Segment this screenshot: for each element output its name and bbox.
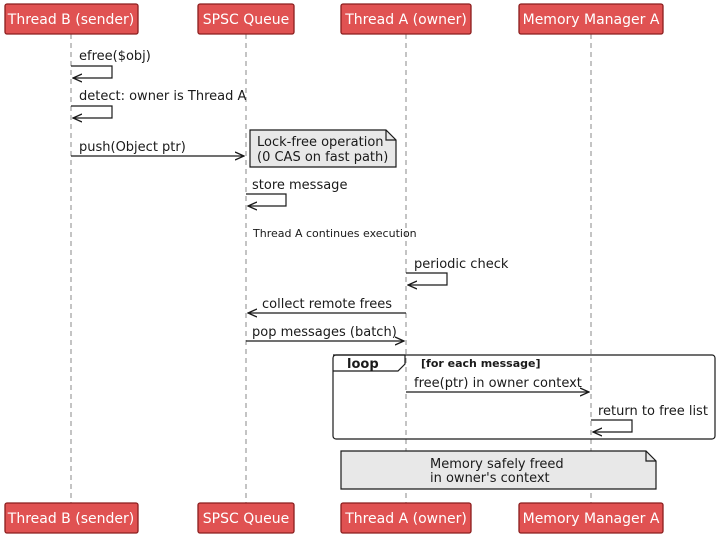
note-memory-freed: Memory safely freed in owner's context (340, 450, 657, 490)
message-label: return to free list (598, 404, 708, 419)
message-label: push(Object ptr) (79, 140, 186, 155)
participant-bottom-spsc-queue: SPSC Queue (197, 502, 295, 534)
participant-label: Thread A (owner) (344, 511, 467, 527)
message-collect-remote-frees: collect remote frees (248, 297, 406, 313)
participant-top-memory-manager: Memory Manager A (518, 3, 664, 35)
message-return-to-free-list: return to free list (591, 404, 708, 432)
message-label: pop messages (batch) (252, 325, 397, 340)
self-arrow (71, 65, 113, 78)
loop-frame: loop [for each message] (332, 354, 716, 440)
message-free-ptr: free(ptr) in owner context (406, 376, 589, 392)
participant-top-spsc-queue: SPSC Queue (197, 3, 295, 35)
participant-label: Memory Manager A (523, 511, 660, 527)
note-lock-free: Lock-free operation (0 CAS on fast path) (249, 129, 397, 168)
message-label: periodic check (414, 257, 509, 272)
note-line: Lock-free operation (257, 135, 384, 150)
message-label: store message (252, 178, 347, 193)
participant-bottom-thread-b: Thread B (sender) (4, 502, 139, 534)
self-arrow (406, 272, 448, 285)
message-store: store message (246, 178, 347, 206)
message-pop-batch: pop messages (batch) (246, 325, 404, 341)
participant-bottom-thread-a: Thread A (owner) (340, 502, 472, 534)
participant-label: Thread B (sender) (7, 511, 134, 527)
loop-keyword: loop (347, 357, 379, 372)
message-detect-owner: detect: owner is Thread A (71, 89, 247, 118)
participant-top-thread-b: Thread B (sender) (4, 3, 139, 35)
message-label: efree($obj) (79, 49, 151, 64)
participant-label: SPSC Queue (203, 12, 289, 28)
self-arrow (71, 105, 113, 118)
self-arrow (246, 193, 287, 206)
message-label: collect remote frees (262, 297, 392, 312)
note-line: (0 CAS on fast path) (257, 150, 388, 165)
loop-guard: [for each message] (421, 357, 541, 370)
participant-label: Memory Manager A (523, 12, 660, 28)
message-efree: efree($obj) (71, 49, 151, 78)
message-push: push(Object ptr) (71, 140, 244, 156)
note-line: in owner's context (430, 471, 550, 486)
message-label: free(ptr) in owner context (414, 376, 582, 391)
participant-label: SPSC Queue (203, 511, 289, 527)
message-periodic-check: periodic check (406, 257, 509, 285)
divider-label: Thread A continues execution (252, 227, 417, 240)
note-line: Memory safely freed (430, 457, 564, 472)
participant-bottom-memory-manager: Memory Manager A (518, 502, 664, 534)
participant-label: Thread A (owner) (344, 12, 467, 28)
participant-label: Thread B (sender) (7, 12, 134, 28)
participant-top-thread-a: Thread A (owner) (340, 3, 472, 35)
self-arrow (591, 419, 633, 432)
message-label: detect: owner is Thread A (79, 89, 247, 104)
